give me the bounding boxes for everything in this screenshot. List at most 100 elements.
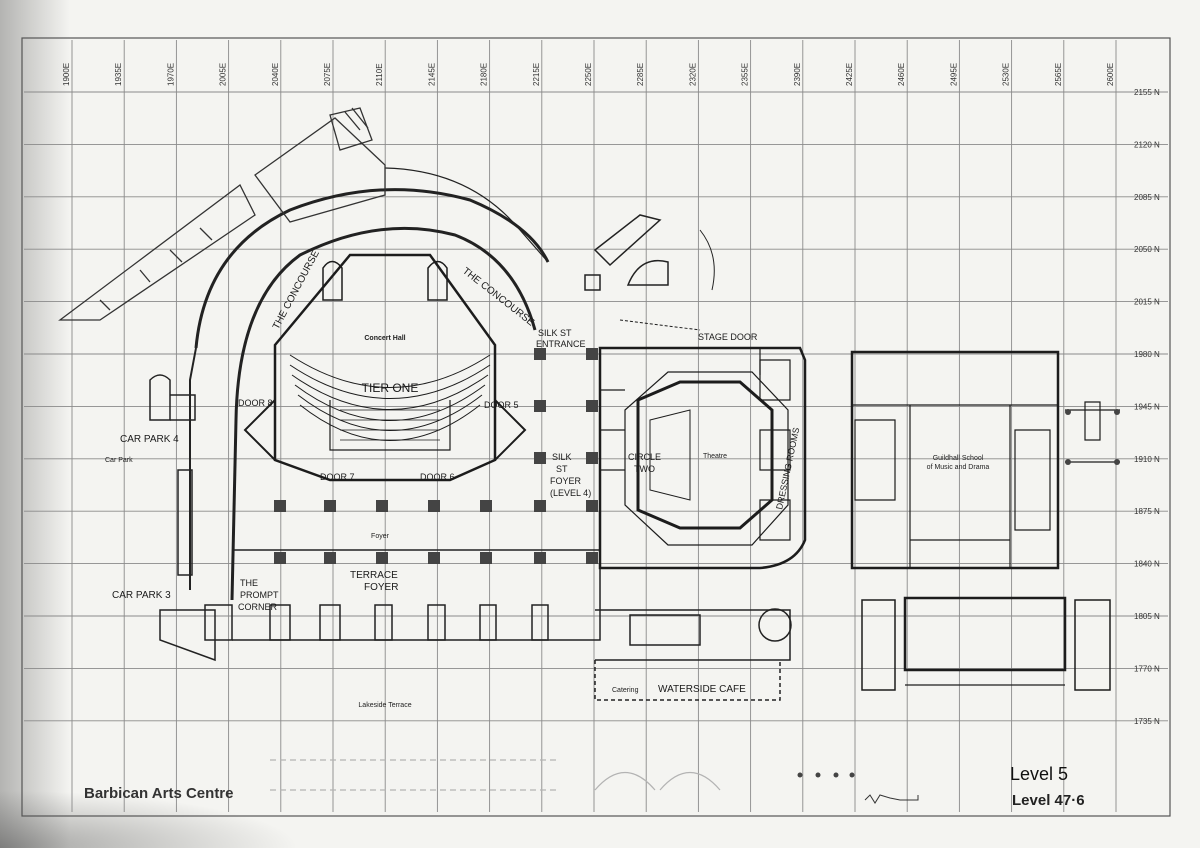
- north-arrow-mark: [864, 794, 919, 804]
- concourse-inner-lower: [230, 419, 238, 601]
- guildhall-label-1: Guildhall School: [933, 455, 984, 462]
- foyer-columns: [274, 348, 598, 564]
- grid-label-north: 2120 N: [1134, 140, 1160, 149]
- grid-label-east: 2460E: [897, 63, 906, 86]
- concourse-edge: [384, 167, 549, 263]
- guildhall-lower-outline: [903, 596, 1067, 672]
- guildhall-stair-towers: [861, 599, 1111, 691]
- drawing-title: Barbican Arts Centre: [84, 785, 234, 802]
- guildhall-upper-rooms: [852, 404, 1058, 568]
- sheet-border: [21, 37, 1171, 817]
- grid-label-north: 2155 N: [1134, 88, 1160, 97]
- catering-label: Catering: [612, 687, 639, 694]
- concert-hall: [243, 253, 527, 482]
- coordinate-grid: [24, 40, 1168, 812]
- grid-label-east: 2180E: [480, 63, 489, 86]
- theatre: [598, 319, 807, 570]
- grid-label-east: 1970E: [166, 63, 175, 86]
- entrance-canopy: [619, 319, 701, 331]
- grid-label-east: 2390E: [793, 63, 802, 86]
- car-park-tower: [149, 374, 196, 576]
- guildhall-side-rooms: [854, 419, 1051, 531]
- silk-st-foyer-annotation-4: (LEVEL 4): [550, 488, 591, 498]
- guildhall-school: [850, 350, 1120, 691]
- theatre-foyer-walls: [600, 389, 625, 471]
- grid-label-north: 1805 N: [1134, 612, 1160, 621]
- circle-two-seating: [649, 409, 691, 501]
- silk-st-foyer-annotation-1: SILK: [552, 452, 572, 462]
- grid-label-north: 2050 N: [1134, 245, 1160, 254]
- theatre-label: Theatre: [703, 453, 727, 460]
- grid-label-east: 2075E: [323, 63, 332, 86]
- hall-turret-right: [427, 260, 448, 301]
- grid-label-east: 1900E: [62, 63, 71, 86]
- door6-annotation: DOOR 6: [420, 472, 455, 482]
- stalls-box: [329, 400, 451, 451]
- guildhall-label-2: of Music and Drama: [927, 464, 990, 471]
- circle-two-ring: [624, 371, 789, 546]
- nw-block-upper: [254, 117, 386, 223]
- concert-hall-label: Concert Hall: [364, 335, 405, 342]
- silk-st-foyer-annotation-2: ST: [556, 464, 568, 474]
- concourse-inner-wall: [234, 226, 537, 421]
- scan-shadow-bottom: [0, 790, 300, 848]
- nw-block-outline: [58, 184, 256, 321]
- grid-label-east: 2250E: [584, 63, 593, 86]
- nw-stair: [329, 107, 373, 151]
- grid-label-north: 1910 N: [1134, 455, 1160, 464]
- grid-label-east: 2530E: [1002, 63, 1011, 86]
- grid-label-north: 1945 N: [1134, 402, 1160, 411]
- stage-door-walls: [690, 347, 761, 375]
- waterside-cafe-annotation: WATERSIDE CAFE: [658, 684, 746, 695]
- grid-label-east: 2425E: [845, 63, 854, 86]
- concourse-outer-lower: [189, 347, 197, 590]
- level-handwritten: Level 5: [1010, 764, 1069, 784]
- grid-label-east: 2215E: [532, 63, 541, 86]
- grid-label-east: 2355E: [741, 63, 750, 86]
- nw-block-rooms: [99, 227, 213, 311]
- grid-label-east: 2285E: [636, 63, 645, 86]
- cafe-terrace: [594, 660, 781, 701]
- prompt-corner-stair: [204, 604, 233, 641]
- concourse-walls: [189, 167, 550, 601]
- grid-label-north: 2015 N: [1134, 298, 1160, 307]
- concourse-outer-wall: [194, 188, 550, 349]
- grid-label-east: 2320E: [688, 63, 697, 86]
- grid-label-east: 1935E: [114, 63, 123, 86]
- prompt-corner-annotation-1: THE: [240, 578, 258, 588]
- southwest-block: [159, 609, 216, 662]
- tier-one-annotation: TIER ONE: [362, 381, 419, 395]
- stalls-rows: [340, 409, 440, 441]
- guildhall-dots: [797, 409, 1120, 778]
- silk-st-foyer-annotation-3: FOYER: [550, 476, 582, 486]
- guildhall-east-entry: [1065, 401, 1120, 463]
- theatre-block-outline: [598, 346, 807, 570]
- cafe-rotunda: [758, 608, 792, 642]
- tier-row-1: [289, 354, 491, 388]
- grid-label-east: 2005E: [219, 63, 228, 86]
- terrace-stair-blocks: [269, 604, 549, 641]
- grid-label-east: 2145E: [427, 63, 436, 86]
- northwest-block: [58, 107, 386, 321]
- terrace-foyer-annotation-1: TERRACE: [350, 570, 398, 581]
- scan-shadow-left: [0, 0, 70, 848]
- grid-label-east: 2495E: [949, 63, 958, 86]
- circle-two-annotation-1: CIRCLE: [628, 452, 661, 462]
- door7-annotation: DOOR 7: [320, 472, 355, 482]
- stage-door-annotation: STAGE DOOR: [698, 332, 758, 342]
- prompt-corner-annotation-2: PROMPT: [240, 590, 279, 600]
- silk-st-entrance-annotation-2: ENTRANCE: [536, 339, 586, 349]
- guildhall-upper-outline: [850, 350, 1060, 570]
- grid-label-east: 2040E: [271, 63, 280, 86]
- lakeside-terrace-label: Lakeside Terrace: [358, 702, 411, 709]
- nw-stair-treads: [344, 107, 369, 131]
- silk-st-entrance-annotation-1: SILK ST: [538, 328, 572, 338]
- foyer-label: Foyer: [371, 533, 390, 540]
- prompt-corner-annotation-3: CORNER: [238, 602, 278, 612]
- terrace-structures: [159, 549, 792, 701]
- car-park-3-annotation: CAR PARK 3: [112, 590, 171, 601]
- tier-row-2: [289, 364, 491, 399]
- grid-label-north: 2085 N: [1134, 193, 1160, 202]
